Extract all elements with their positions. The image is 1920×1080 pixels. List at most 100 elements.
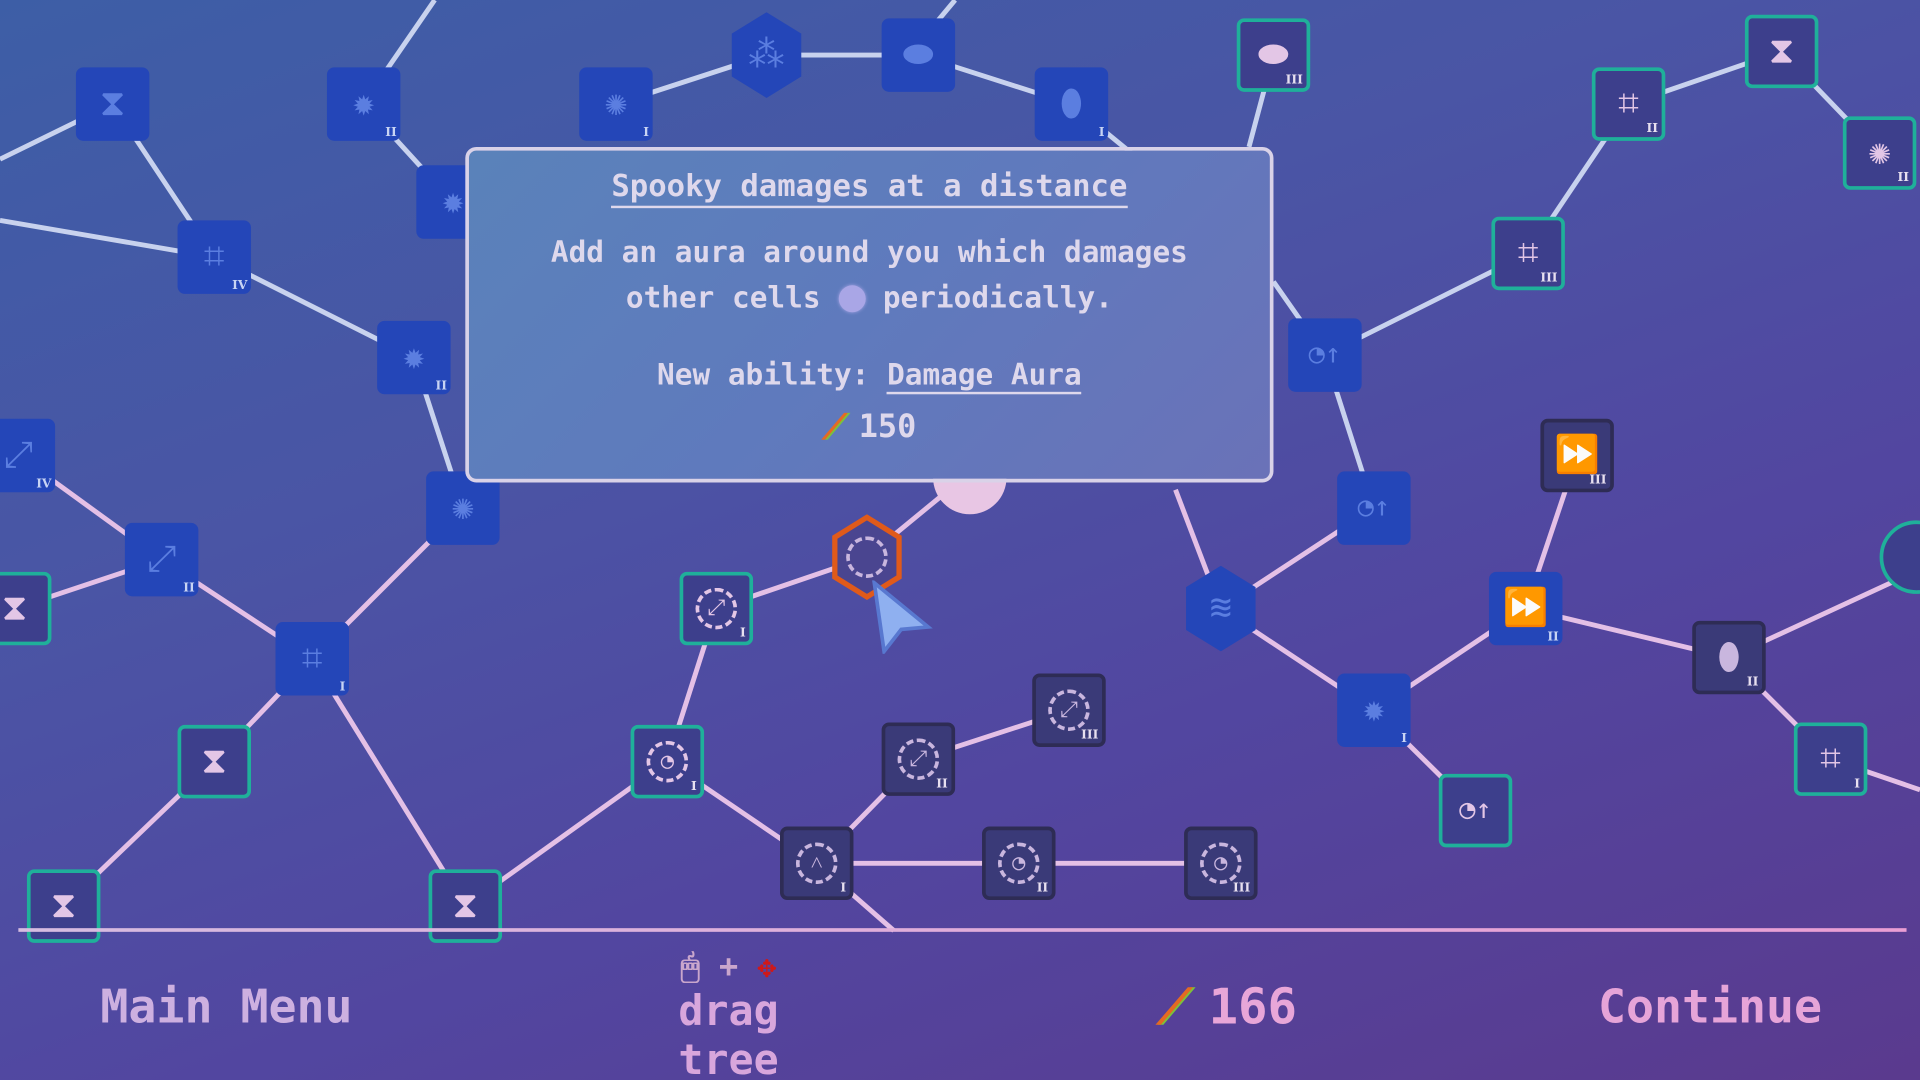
crop-icon: ⌗ — [301, 636, 323, 680]
virus-icon: ✹ — [352, 82, 375, 125]
skill-node[interactable]: ⤢II — [881, 722, 956, 796]
tier-label: III — [1233, 881, 1251, 896]
range-chevron-icon: ˄ — [795, 842, 838, 885]
skill-node[interactable]: ◔III — [1184, 826, 1258, 901]
tier-label: II — [936, 777, 948, 792]
continue-button[interactable]: Continue — [1597, 979, 1823, 1034]
skill-tooltip: Spooky damages at a distance Add an aura… — [465, 146, 1274, 483]
skill-node[interactable]: ˄I — [780, 826, 854, 901]
skill-node[interactable]: ◔↑ — [1438, 773, 1513, 848]
tier-label: I — [1854, 777, 1861, 792]
skill-node[interactable]: ◔↑ — [1337, 471, 1411, 545]
skill-node[interactable]: ⌗I — [275, 622, 349, 696]
dna-icon: ⟋ — [822, 406, 847, 447]
tier-label: III — [1081, 728, 1099, 743]
skill-node[interactable]: ⤢IV — [0, 418, 56, 493]
currency-value: 166 — [1208, 979, 1298, 1036]
tier-label: II — [1547, 630, 1559, 645]
dna-virus-icon: ✺ — [1868, 131, 1891, 174]
skill-node[interactable]: ⧗ — [1744, 14, 1819, 89]
skill-node[interactable]: ✹I — [1337, 673, 1411, 747]
drag-hint: 🖱 + ✥ drag tree — [624, 949, 832, 1080]
skill-node[interactable]: ⬬ — [881, 18, 956, 92]
skill-node[interactable]: ≋ — [1186, 565, 1256, 652]
tier-label: I — [339, 680, 346, 695]
skill-node[interactable]: ⤢I — [679, 571, 754, 646]
crop-icon: ⌗ — [1618, 82, 1639, 125]
hourglass-icon: ⧗ — [1, 586, 28, 630]
range-clock-icon: ◔ — [997, 842, 1040, 885]
drag-hint-label: drag tree — [678, 986, 779, 1080]
mouse-drag-icon: ✥ — [757, 948, 777, 986]
skill-node[interactable]: ⁂ — [731, 12, 802, 98]
skill-node[interactable]: ✹ II — [377, 320, 451, 395]
skill-node[interactable]: ⤢II — [124, 522, 199, 597]
crop-icon: ⌗ — [1517, 231, 1539, 275]
skill-node[interactable]: ⌗IV — [177, 220, 252, 294]
new-ability: New ability: Damage Aura — [469, 357, 1270, 395]
tier-label: I — [840, 881, 847, 896]
fast-forward-icon: ⏩ — [1554, 433, 1601, 477]
virus-icon: ✹ — [402, 335, 425, 379]
range-arrows-icon: ⤢ — [1048, 689, 1090, 732]
mouse-right-click-icon: 🖱 — [680, 948, 700, 986]
skill-node[interactable]: ⬬III — [1236, 18, 1311, 92]
tier-label: I — [1098, 126, 1105, 140]
skill-node[interactable]: ⬮II — [1692, 620, 1766, 695]
skill-node[interactable]: ⌗III — [1491, 216, 1565, 291]
dna-currency: ⟋ 166 — [1157, 980, 1297, 1036]
ability-label: New ability: — [657, 357, 870, 392]
skill-node[interactable]: ⏩III — [1540, 418, 1614, 493]
wind-icon: ≋ — [1209, 586, 1232, 630]
tier-label: I — [1401, 732, 1407, 746]
clock-up-icon: ◔↑ — [1308, 339, 1342, 370]
tier-label: II — [1036, 881, 1049, 896]
dna-icon: ⟋ — [1157, 979, 1192, 1036]
tooltip-title: Spooky damages at a distance — [611, 168, 1128, 209]
skill-node[interactable]: ⧗ — [177, 724, 252, 799]
skill-node[interactable]: ⏩II — [1488, 571, 1563, 646]
skill-node[interactable]: ⧗ — [0, 571, 52, 646]
dna-virus-icon: ✺ — [604, 82, 627, 125]
tier-label: III — [1285, 73, 1303, 87]
skill-node[interactable]: ⌗I — [1793, 722, 1868, 796]
skill-node[interactable]: ⤢III — [1032, 673, 1106, 747]
ability-name: Damage Aura — [887, 357, 1082, 395]
skill-node[interactable]: ⌗ II — [1591, 67, 1666, 141]
hourglass-icon: ⧗ — [1768, 29, 1795, 73]
hourglass-icon: ⧗ — [452, 884, 479, 927]
crop-icon: ⌗ — [203, 235, 225, 278]
skill-node[interactable]: ◔↑ — [1288, 318, 1362, 392]
clock-up-icon: ◔↑ — [1459, 794, 1492, 826]
description-text: other cells — [625, 280, 821, 315]
skill-node[interactable]: ✺ — [426, 471, 500, 545]
skill-node[interactable]: ⧗ — [75, 67, 150, 141]
tier-label: II — [385, 126, 397, 140]
main-menu-button[interactable]: Main Menu — [100, 979, 353, 1034]
skill-node[interactable]: ✺I — [579, 67, 653, 141]
skill-node[interactable]: ✹ II — [326, 67, 401, 141]
cost-value: 150 — [858, 408, 917, 446]
hourglass-icon: ⧗ — [99, 82, 126, 125]
tier-label: II — [435, 379, 447, 394]
skill-node[interactable] — [832, 514, 902, 601]
dna-virus-icon: ✺ — [451, 486, 474, 529]
tier-label: IV — [36, 477, 52, 492]
skill-node[interactable]: ✺ II — [1842, 116, 1917, 190]
hourglass-icon: ⧗ — [201, 739, 228, 783]
skill-node[interactable]: ◔II — [982, 826, 1056, 901]
tooltip-description: Add an aura around you which damages oth… — [469, 230, 1270, 321]
mouse-cursor-icon — [872, 580, 933, 654]
tier-label: III — [1540, 271, 1558, 286]
skill-node[interactable]: ⬮I — [1034, 67, 1109, 141]
bacterium-icon: ⬬ — [1257, 33, 1290, 76]
skill-node[interactable]: ◔I — [630, 724, 705, 799]
tier-label: II — [1646, 122, 1658, 136]
expand-arrow-icon: ⤢ — [146, 537, 177, 581]
bacterium-icon: ⬬ — [902, 33, 935, 76]
dna-bacterium-icon: ⬮ — [1717, 635, 1741, 679]
cell-icon — [838, 285, 866, 313]
range-arrows-icon: ⤢ — [695, 587, 738, 630]
tier-label: II — [1897, 171, 1909, 185]
